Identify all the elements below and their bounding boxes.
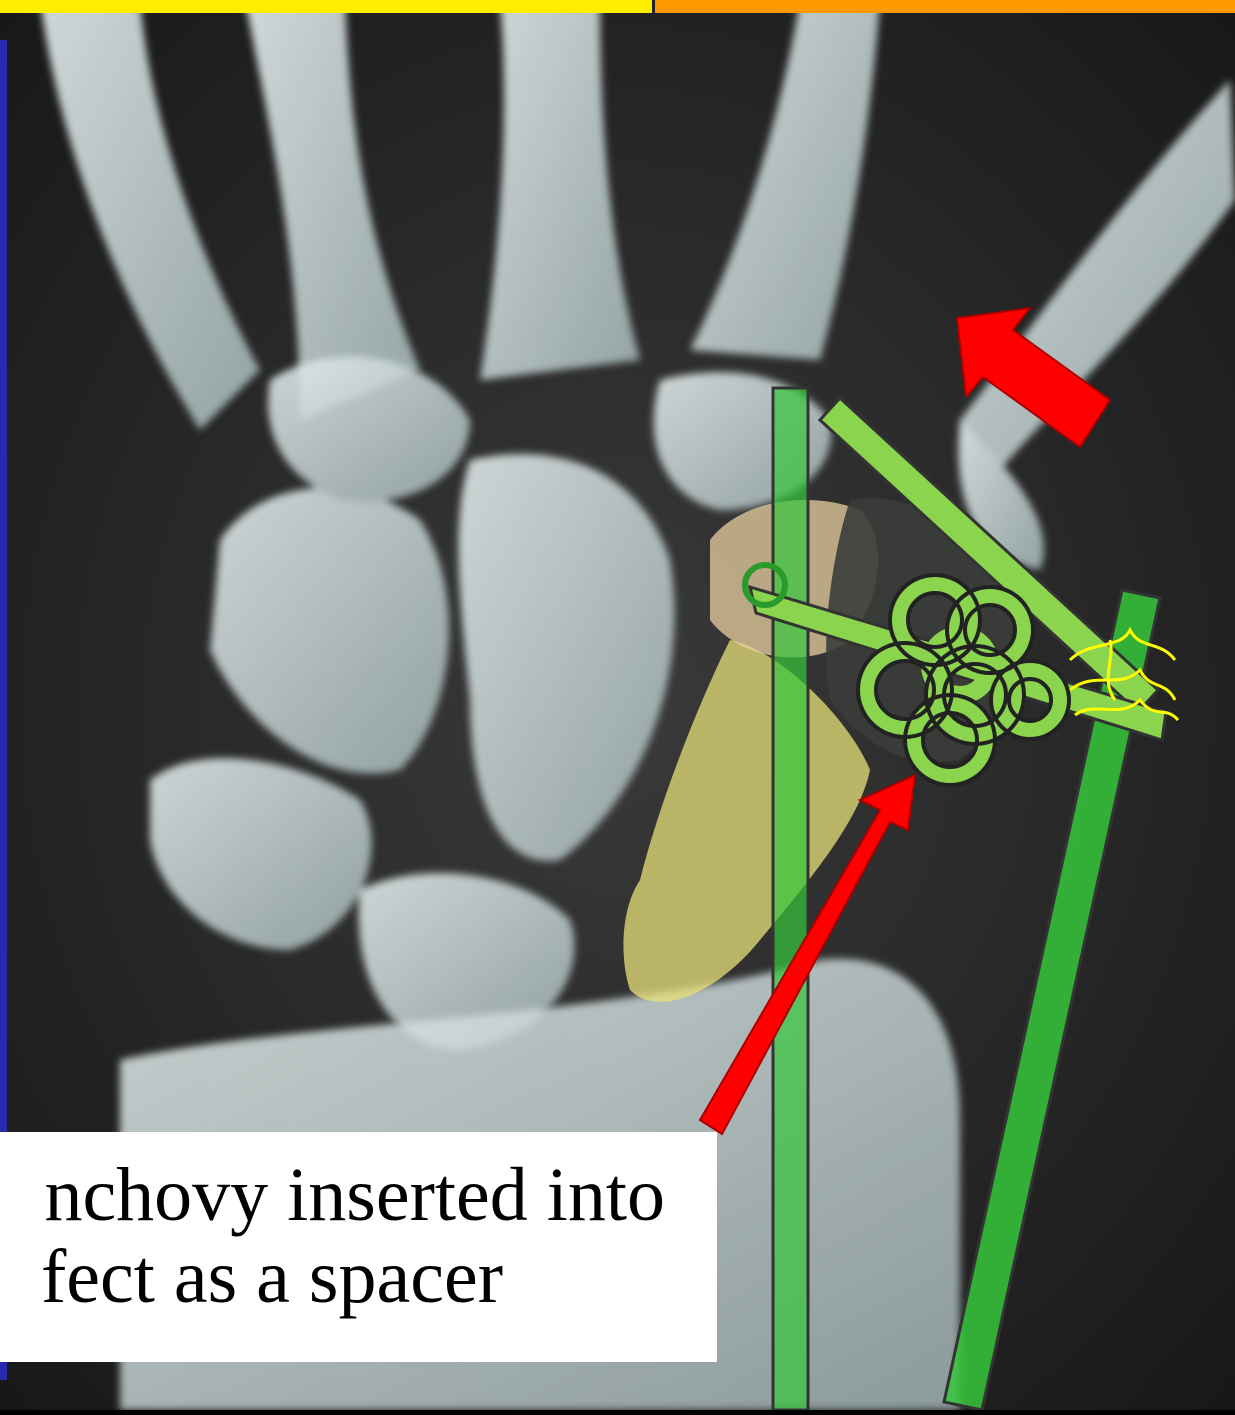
caption-box: nchovy inserted into fect as a spacer — [0, 1132, 717, 1362]
caption-line-1: nchovy inserted into — [0, 1157, 717, 1233]
slide-top-bar-orange — [655, 0, 1235, 13]
slide-top-bar-yellow — [0, 0, 652, 13]
k-wire-vertical-left — [773, 388, 808, 1410]
caption-line-2: fect as a spacer — [0, 1239, 717, 1315]
